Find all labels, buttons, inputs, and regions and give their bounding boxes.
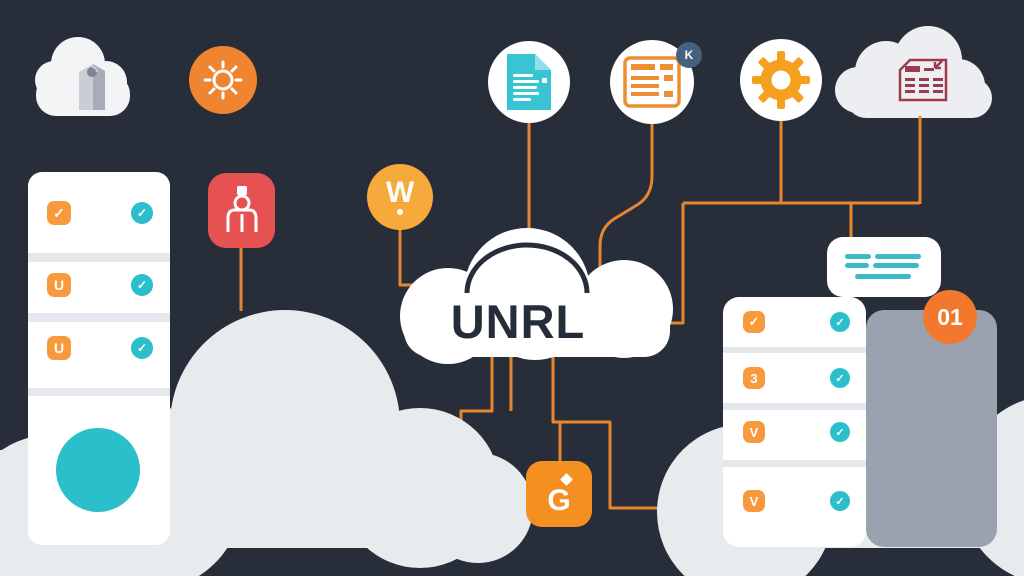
row-divider	[723, 347, 866, 353]
row-divider	[723, 460, 866, 467]
right-checklist-panel: ✓ ✓ 3 ✓ V ✓ V ✓	[723, 297, 866, 547]
count-badge-label: 01	[937, 303, 963, 330]
check-circle: ✓	[830, 491, 850, 511]
note-line	[855, 274, 911, 279]
check-circle: ✓	[830, 368, 850, 388]
check-circle: ✓	[131, 202, 153, 224]
report-document-cloud-icon	[894, 54, 952, 106]
gear-icon	[740, 39, 822, 121]
check-glyph: ✓	[136, 206, 148, 220]
teal-dot-icon	[56, 428, 140, 512]
g-glyph: G	[547, 483, 571, 517]
notes-card-icon	[827, 237, 941, 297]
browser-k-badge: K	[676, 42, 702, 68]
document-icon	[488, 41, 570, 123]
check-circle: ✓	[830, 312, 850, 332]
note-line	[875, 254, 921, 259]
checkbox-tag: U	[53, 277, 65, 293]
check-glyph: ✓	[835, 495, 845, 508]
row-divider	[28, 388, 170, 396]
check-glyph: ✓	[835, 316, 845, 329]
central-cloud	[400, 228, 673, 364]
note-line	[845, 263, 869, 268]
checkbox: V	[743, 421, 765, 443]
checkbox-tag: 3	[750, 370, 758, 386]
sun-icon	[189, 46, 257, 114]
w-glyph: W	[385, 176, 415, 209]
checkbox-tag: V	[749, 424, 759, 440]
check-circle: ✓	[131, 337, 153, 359]
server-panel	[866, 310, 997, 547]
cloud-arc-detail	[464, 242, 590, 294]
checkbox-tag: ✓	[748, 314, 760, 329]
w-logo-icon: W	[367, 164, 433, 230]
count-badge: 01	[923, 290, 977, 344]
checkbox-tag: ✓	[53, 204, 65, 221]
check-glyph: ✓	[136, 341, 148, 355]
building-cloud-icon	[73, 54, 111, 110]
checkbox: ✓	[47, 201, 71, 225]
row-divider	[28, 253, 170, 262]
g-app-icon: G	[526, 461, 592, 527]
row-divider	[28, 313, 170, 322]
check-circle: ✓	[830, 422, 850, 442]
k-badge-label: K	[684, 48, 694, 62]
checkbox: V	[743, 490, 765, 512]
checkbox: 3	[743, 367, 765, 389]
checkbox: U	[47, 336, 71, 360]
check-glyph: ✓	[835, 372, 845, 385]
note-line	[845, 254, 871, 259]
check-glyph: ✓	[835, 426, 845, 439]
left-checklist-panel: ✓ ✓ U ✓ U ✓	[28, 172, 170, 545]
checkbox: ✓	[743, 311, 765, 333]
checkbox-tag: U	[53, 340, 65, 356]
note-line	[873, 263, 919, 268]
check-glyph: ✓	[136, 278, 148, 292]
checkbox: U	[47, 273, 71, 297]
robot-claw-icon	[208, 173, 275, 248]
cloud-title: UNRL	[450, 295, 586, 348]
w-dot	[397, 209, 403, 215]
check-circle: ✓	[131, 274, 153, 296]
row-divider	[723, 403, 866, 410]
checkbox-tag: V	[749, 493, 759, 509]
